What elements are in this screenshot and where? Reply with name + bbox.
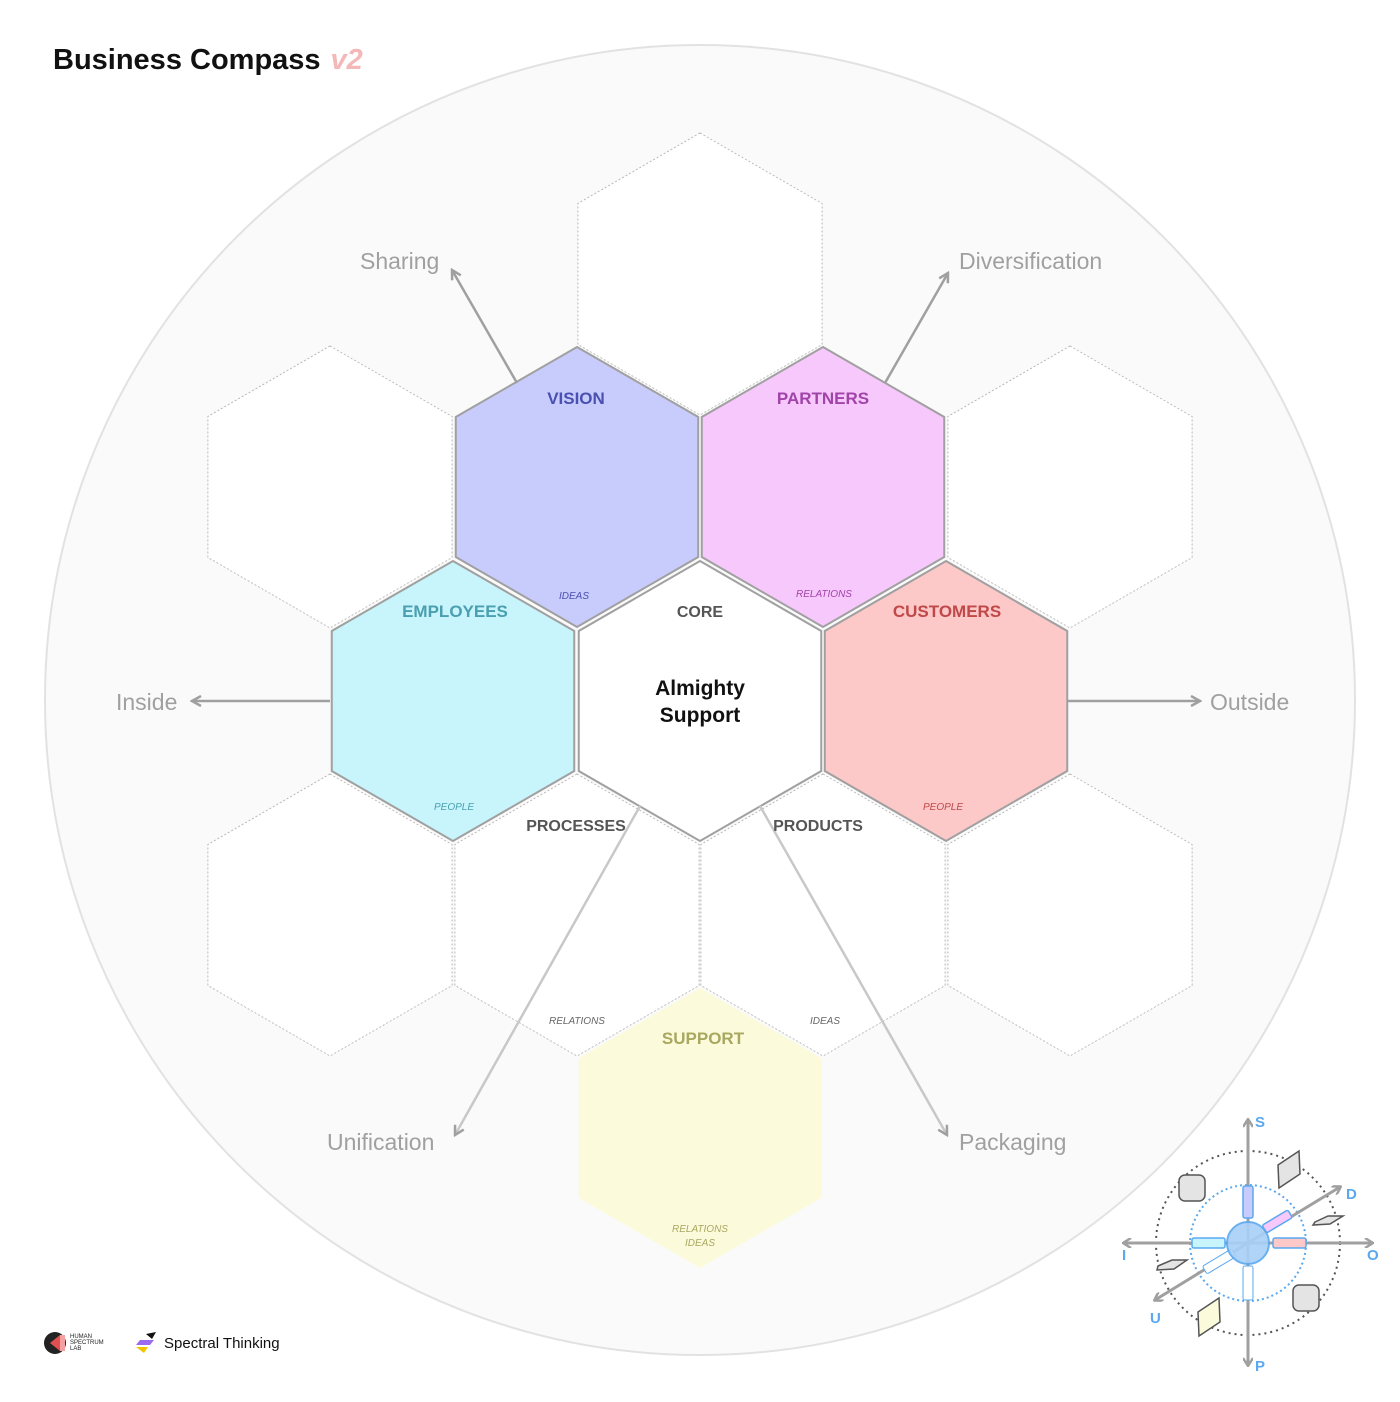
processes-label: PROCESSES <box>526 818 626 835</box>
processes-tag: RELATIONS <box>549 1016 605 1027</box>
spectral-thinking-icon <box>136 1332 156 1353</box>
empty-hex-top <box>577 132 823 416</box>
partners-label: PARTNERS <box>777 389 869 408</box>
spectral-thinking-text: Spectral Thinking <box>164 1334 280 1352</box>
title-text: Business Compass <box>53 44 321 76</box>
partners-hex <box>700 345 946 629</box>
direction-sharing: Sharing <box>360 248 439 274</box>
direction-outside: Outside <box>1210 689 1289 715</box>
customers-label: CUSTOMERS <box>893 602 1001 621</box>
mini-compass: S D O P U I <box>1122 1114 1379 1375</box>
mini-label-s: S <box>1255 1114 1265 1131</box>
vision-tag: IDEAS <box>559 591 589 602</box>
core-text-line2: Support <box>660 704 740 727</box>
direction-unification: Unification <box>327 1129 434 1155</box>
direction-packaging: Packaging <box>959 1129 1066 1155</box>
direction-inside: Inside <box>116 689 177 715</box>
core-text-line1: Almighty <box>655 677 745 700</box>
core-hex <box>577 559 823 843</box>
empty-hex-upper-left <box>207 345 453 629</box>
customers-tag: PEOPLE <box>923 802 963 813</box>
human-spectrum-lab-text: HUMAN SPECTRUM LAB <box>70 1334 104 1352</box>
products-tag: IDEAS <box>810 1016 840 1027</box>
arrow-unification <box>455 805 642 1135</box>
products-label: PRODUCTS <box>773 818 863 835</box>
customers-hex <box>823 559 1069 843</box>
support-tag-relations: RELATIONS <box>672 1224 728 1235</box>
empty-hex-upper-right <box>947 345 1193 629</box>
employees-tag: PEOPLE <box>434 802 474 813</box>
vision-hex <box>454 345 700 629</box>
employees-hex <box>330 559 576 843</box>
direction-diversification: Diversification <box>959 248 1102 274</box>
mini-label-i: I <box>1122 1247 1126 1264</box>
partners-tag: RELATIONS <box>796 589 852 600</box>
arrow-sharing <box>452 270 519 384</box>
mini-label-o: O <box>1367 1247 1379 1264</box>
empty-hex-processes <box>454 773 700 1057</box>
human-spectrum-lab-icon <box>44 1332 66 1354</box>
support-label: SUPPORT <box>662 1029 745 1048</box>
mini-label-u: U <box>1150 1310 1161 1327</box>
page-title: Business Compass v2 <box>53 44 363 77</box>
employees-label: EMPLOYEES <box>402 602 508 621</box>
empty-hex-lower-right <box>947 773 1193 1057</box>
core-label: CORE <box>677 604 724 621</box>
empty-hex-lower-left <box>207 773 453 1057</box>
support-tag-ideas: IDEAS <box>685 1238 715 1249</box>
support-hex <box>578 988 822 1268</box>
mini-label-d: D <box>1346 1186 1357 1203</box>
human-spectrum-lab-logo: HUMAN SPECTRUM LAB <box>44 1330 112 1356</box>
arrow-diversification <box>883 273 948 384</box>
mini-label-p: P <box>1255 1358 1265 1375</box>
arrow-packaging <box>758 805 947 1135</box>
vision-label: VISION <box>547 389 605 408</box>
spectral-thinking-logo: Spectral Thinking <box>134 1332 280 1354</box>
footer-logos: HUMAN SPECTRUM LAB Spectral Thinking <box>44 1330 280 1356</box>
version-badge: v2 <box>330 44 363 76</box>
